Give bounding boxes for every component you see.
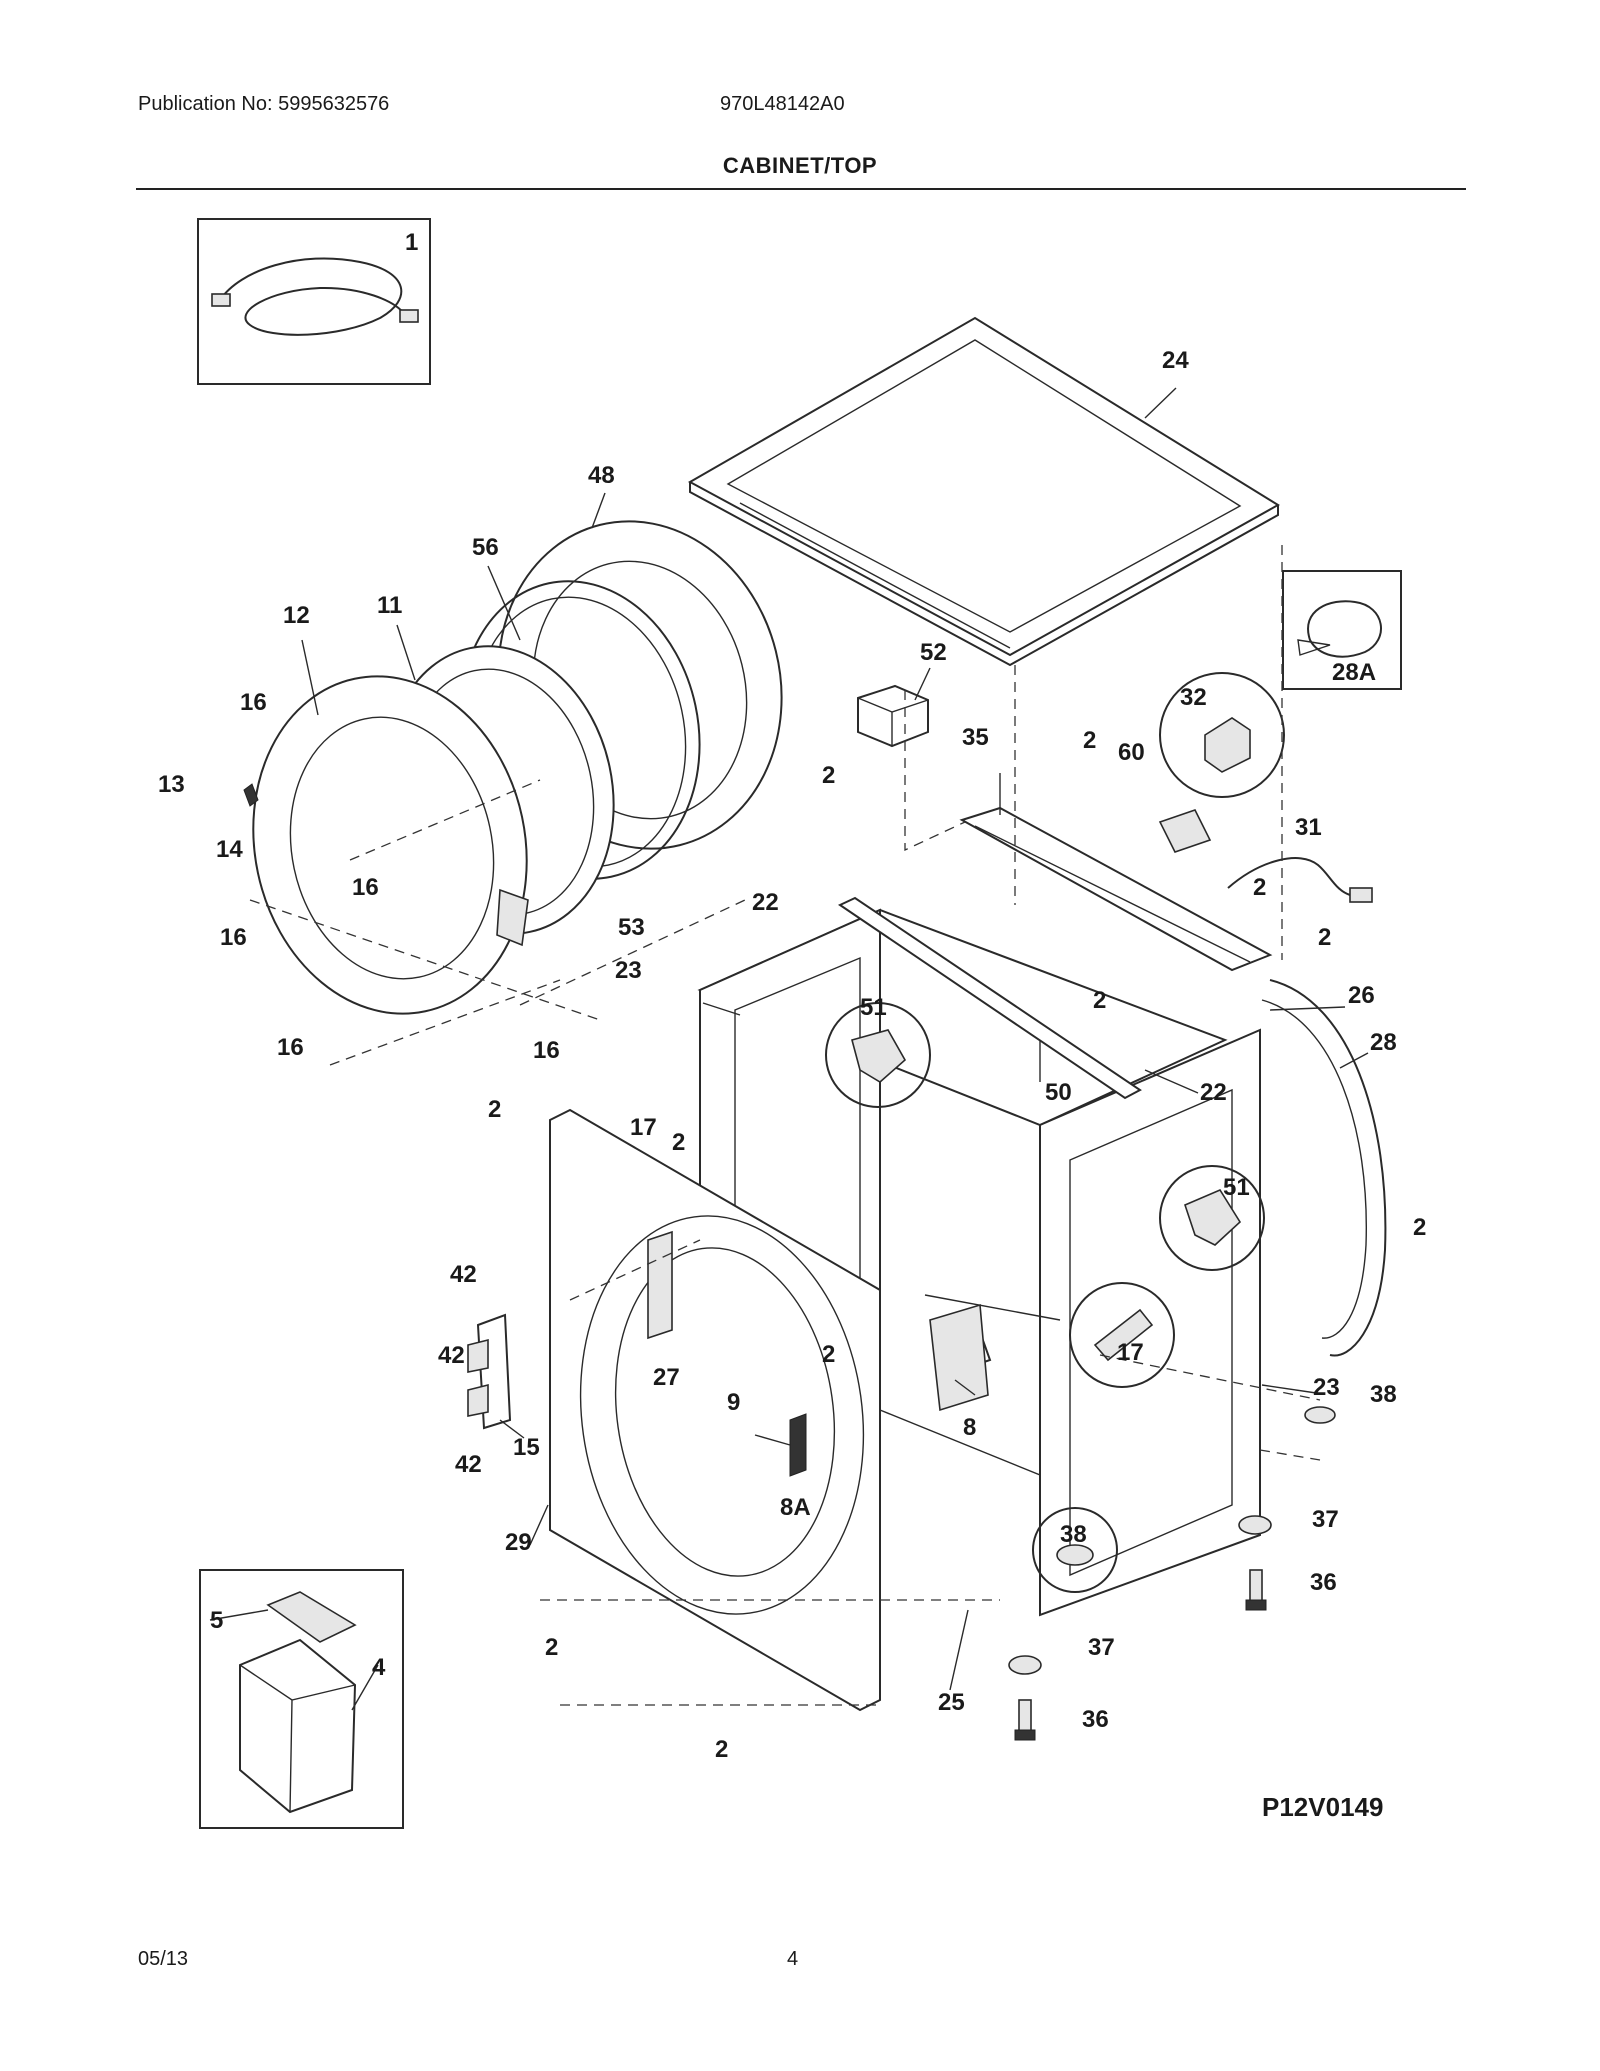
callout-2-a: 2 [822, 762, 835, 789]
callout-2-h: 2 [1413, 1214, 1426, 1241]
callout-2-k: 2 [715, 1736, 728, 1763]
callout-28: 28 [1370, 1029, 1397, 1056]
detail-circle-17 [1069, 1282, 1175, 1388]
leveling-foot-right [1238, 1406, 1336, 1611]
cross-brace [837, 896, 1142, 1100]
callout-8: 8 [963, 1414, 976, 1441]
door-outer-frame [243, 675, 529, 1015]
callout-16-c: 16 [220, 924, 247, 951]
door-hinge [467, 1313, 512, 1430]
callout-22-b: 22 [1200, 1079, 1227, 1106]
detail-circle-38 [1032, 1507, 1118, 1593]
inset-hose-clamp [1282, 570, 1402, 690]
noise-filter [1158, 809, 1212, 853]
leveling-foot-front [1008, 1655, 1042, 1741]
detail-circle-51-left [825, 1002, 931, 1108]
callout-42-b: 42 [438, 1342, 465, 1369]
callout-2-e: 2 [1093, 987, 1106, 1014]
callout-2-f: 2 [488, 1096, 501, 1123]
callout-23-a: 23 [615, 957, 642, 984]
model-number: 970L48142A0 [720, 93, 845, 115]
callout-17-b: 17 [1117, 1339, 1144, 1366]
callout-38-a: 38 [1370, 1381, 1397, 1408]
callout-28a: 28A [1332, 659, 1376, 686]
callout-9: 9 [727, 1389, 740, 1416]
publication-date: 05/13 [138, 1948, 189, 1970]
callout-31: 31 [1295, 814, 1322, 841]
door-latch [647, 1230, 673, 1340]
callout-4: 4 [372, 1654, 386, 1681]
detail-circle-51-right [1159, 1165, 1265, 1271]
callout-50: 50 [1045, 1079, 1072, 1106]
power-cord [1227, 857, 1373, 903]
callout-2-b: 2 [1083, 727, 1096, 754]
pressure-switch [929, 1303, 989, 1412]
assembly-guide-lines [249, 545, 1321, 1706]
callout-5: 5 [210, 1607, 223, 1634]
publication-number: Publication No: 5995632576 [138, 93, 390, 115]
detail-circle-32 [1159, 672, 1285, 798]
callout-2-g: 2 [672, 1129, 685, 1156]
callout-16-a: 16 [240, 689, 267, 716]
callout-11: 11 [377, 592, 402, 619]
callout-36-a: 36 [1310, 1569, 1337, 1596]
top-panel [687, 316, 1280, 667]
callout-16-b: 16 [352, 874, 379, 901]
callout-2-i: 2 [822, 1341, 835, 1368]
callout-42-c: 42 [455, 1451, 482, 1478]
callout-53: 53 [618, 914, 645, 941]
figure-id: P12V0149 [1262, 1792, 1384, 1822]
callout-12: 12 [283, 602, 310, 629]
callout-23-b: 23 [1313, 1374, 1340, 1401]
door-lock-switch [789, 1413, 807, 1477]
callout-27: 27 [653, 1364, 680, 1391]
callout-1: 1 [405, 229, 418, 256]
inset-control-board [199, 1569, 404, 1829]
callout-35: 35 [962, 724, 989, 751]
callout-17-a: 17 [630, 1114, 657, 1141]
callout-22-a: 22 [752, 889, 779, 916]
callout-42-a: 42 [450, 1261, 477, 1288]
page-number: 4 [787, 1948, 799, 1970]
inlet-hose-part [211, 257, 419, 336]
rear-panel [1261, 979, 1387, 1357]
callout-60: 60 [1118, 739, 1145, 766]
callout-24: 24 [1162, 347, 1189, 374]
callout-2-c: 2 [1253, 874, 1266, 901]
front-panel [549, 1108, 881, 1712]
callout-labels: 1 24 48 56 12 11 16 13 14 16 16 16 16 52… [158, 229, 1426, 1763]
header-divider [136, 188, 1466, 190]
callout-26: 26 [1348, 982, 1375, 1009]
callout-29: 29 [505, 1529, 532, 1556]
callout-15: 15 [513, 1434, 540, 1461]
callout-25: 25 [938, 1689, 965, 1716]
callout-56: 56 [472, 534, 499, 561]
page-title: CABINET/TOP [722, 153, 878, 178]
callout-14: 14 [216, 836, 243, 863]
callout-16-d: 16 [277, 1034, 304, 1061]
inset-inlet-hose [197, 218, 431, 385]
callout-2-j: 2 [545, 1634, 558, 1661]
callout-38-b: 38 [1060, 1521, 1087, 1548]
callout-8a: 8A [780, 1494, 811, 1521]
dispenser-block [857, 684, 929, 748]
callout-37-a: 37 [1312, 1506, 1339, 1533]
callout-16-e: 16 [533, 1037, 560, 1064]
callout-37-b: 37 [1088, 1634, 1115, 1661]
callout-32: 32 [1180, 684, 1207, 711]
callout-51-a: 51 [860, 994, 887, 1021]
callout-13: 13 [158, 771, 185, 798]
callout-2-d: 2 [1318, 924, 1331, 951]
callout-36-b: 36 [1082, 1706, 1109, 1733]
leader-lines [209, 387, 1369, 1711]
top-brace [959, 806, 1273, 972]
callout-48: 48 [588, 462, 615, 489]
callout-52: 52 [920, 639, 947, 666]
callout-51-b: 51 [1223, 1174, 1250, 1201]
